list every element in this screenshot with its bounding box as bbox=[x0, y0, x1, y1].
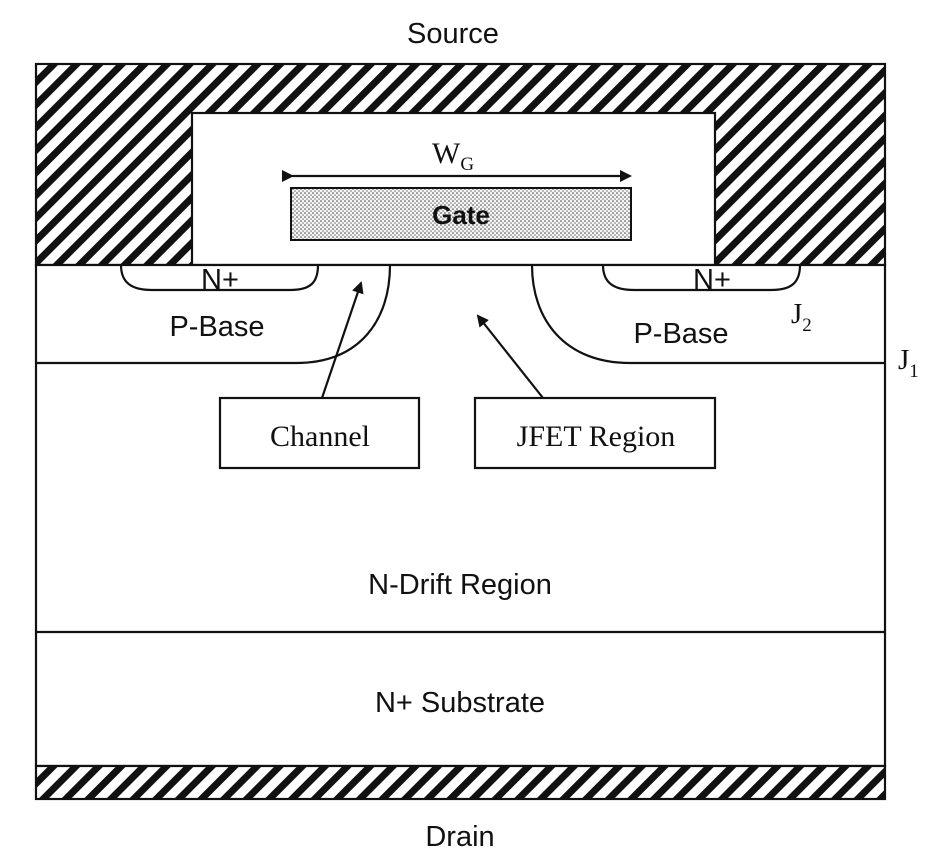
channel-box bbox=[218, 396, 421, 470]
n-plus-right-well bbox=[601, 264, 802, 292]
drain-metal bbox=[34, 764, 887, 801]
p-base-left-label: P-Base bbox=[169, 311, 264, 343]
n-substrate-label: N+ Substrate bbox=[375, 687, 545, 719]
p-base-right-junction bbox=[530, 264, 885, 365]
channel-label: Channel bbox=[270, 420, 370, 453]
j1-label: J1 bbox=[898, 344, 919, 382]
drain-label: Drain bbox=[425, 821, 494, 853]
channel-arrow bbox=[320, 281, 364, 399]
jfet-arrow bbox=[476, 314, 544, 399]
n-plus-left-label: N+ bbox=[201, 264, 239, 296]
p-base-left-junction bbox=[36, 264, 392, 365]
jfet-region-box bbox=[473, 396, 717, 470]
j2-label: J2 bbox=[791, 298, 812, 336]
wg-label: WG bbox=[432, 137, 474, 175]
source-label: Source bbox=[407, 18, 499, 50]
gate-label: Gate bbox=[432, 200, 490, 230]
n-plus-left-well bbox=[119, 264, 320, 292]
n-plus-right-label: N+ bbox=[693, 264, 731, 296]
gate-electrode bbox=[290, 187, 632, 241]
jfet-region-label: JFET Region bbox=[517, 420, 676, 453]
p-base-right-label: P-Base bbox=[633, 318, 728, 350]
n-drift-label: N-Drift Region bbox=[368, 569, 552, 601]
